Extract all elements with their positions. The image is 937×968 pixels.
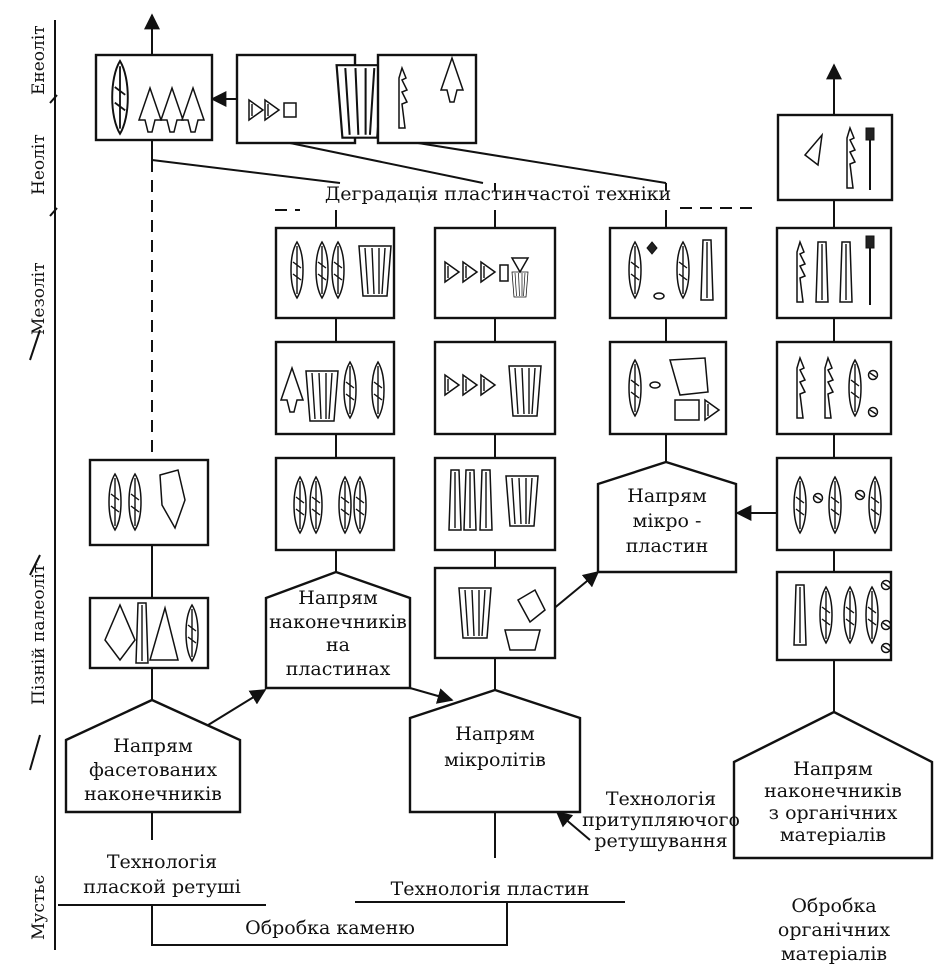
neo-box-3	[376, 53, 478, 145]
period-mesolithic: Мезоліт	[29, 262, 49, 335]
flat-retouch-line-1: Технологія	[107, 851, 217, 873]
col5-box-1	[775, 226, 893, 320]
col1-box-1	[88, 458, 210, 547]
microliths-line-2: мікролітів	[444, 749, 546, 771]
col4-box-1	[608, 226, 728, 320]
period-mousterian: Мустьє	[29, 875, 49, 940]
col5-box-4	[775, 570, 893, 662]
faceted-line-1: Напрям	[113, 735, 193, 757]
period-neolithic: Неоліт	[29, 134, 49, 195]
blunting-line-2: притупляючого	[582, 809, 740, 831]
organic-points-node: Напрям наконечників з органічних матеріа…	[732, 710, 934, 860]
organic-points-line-3: з органічних	[769, 802, 898, 824]
blade-tech-label: Технологія пластин	[391, 878, 590, 900]
col3-box-3	[433, 456, 557, 552]
faceted-line-3: наконечників	[84, 783, 222, 805]
blunting-line-1: Технологія	[606, 788, 716, 810]
microblades-node: Напрям мікро - пластин	[596, 460, 738, 574]
stone-processing-label: Обробка каменю	[245, 917, 415, 939]
microliths-node: Напрям мікролітів	[408, 688, 582, 814]
period-eneolithic: Енеоліт	[29, 25, 49, 95]
microliths-line-1: Напрям	[455, 723, 535, 745]
col2-box-2	[274, 340, 396, 436]
period-axis: Енеоліт Неоліт Мезоліт Пізній палеоліт М…	[29, 20, 58, 950]
neo-box-1	[94, 53, 214, 142]
blade-points-line-1: Напрям	[298, 587, 378, 609]
faceted-line-2: фасетованих	[89, 759, 217, 781]
microblades-line-2: мікро -	[633, 510, 702, 532]
flat-retouch-line-2: плаской ретуші	[83, 876, 241, 898]
organic-processing-line-2: органічних	[778, 919, 891, 941]
microblades-line-3: пластин	[626, 535, 709, 557]
microblades-line-1: Напрям	[627, 485, 707, 507]
col4-box-2	[608, 340, 728, 436]
col3-box-4	[433, 566, 557, 660]
neo-box-2	[235, 53, 385, 145]
organic-box-top	[776, 113, 894, 202]
organic-points-line-4: матеріалів	[780, 824, 886, 846]
faceted-points-node: Напрям фасетованих наконечників	[64, 698, 242, 814]
blunting-line-3: ретушування	[594, 830, 727, 852]
col3-box-1	[433, 226, 557, 320]
col2-box-3	[274, 456, 396, 552]
col2-box-1	[274, 226, 396, 320]
blade-points-line-4: пластинах	[286, 658, 391, 680]
connectors	[58, 13, 842, 946]
organic-processing-line-1: Обробка	[791, 895, 876, 917]
degradation-label: Деградація пластинчастої техніки	[325, 183, 671, 205]
organic-processing-line-3: матеріалів	[781, 943, 887, 965]
blade-points-line-2: наконечників	[269, 611, 407, 633]
col1-box-2	[88, 596, 210, 670]
col5-box-2	[775, 340, 893, 436]
organic-points-line-2: наконечників	[764, 780, 902, 802]
blade-points-line-3: на	[326, 634, 350, 656]
period-late-paleolithic: Пізній палеоліт	[29, 564, 49, 705]
col5-box-3	[775, 456, 893, 552]
organic-points-line-1: Напрям	[793, 758, 873, 780]
blade-points-node: Напрям наконечників на пластинах	[264, 570, 412, 690]
col3-box-2	[433, 340, 557, 436]
